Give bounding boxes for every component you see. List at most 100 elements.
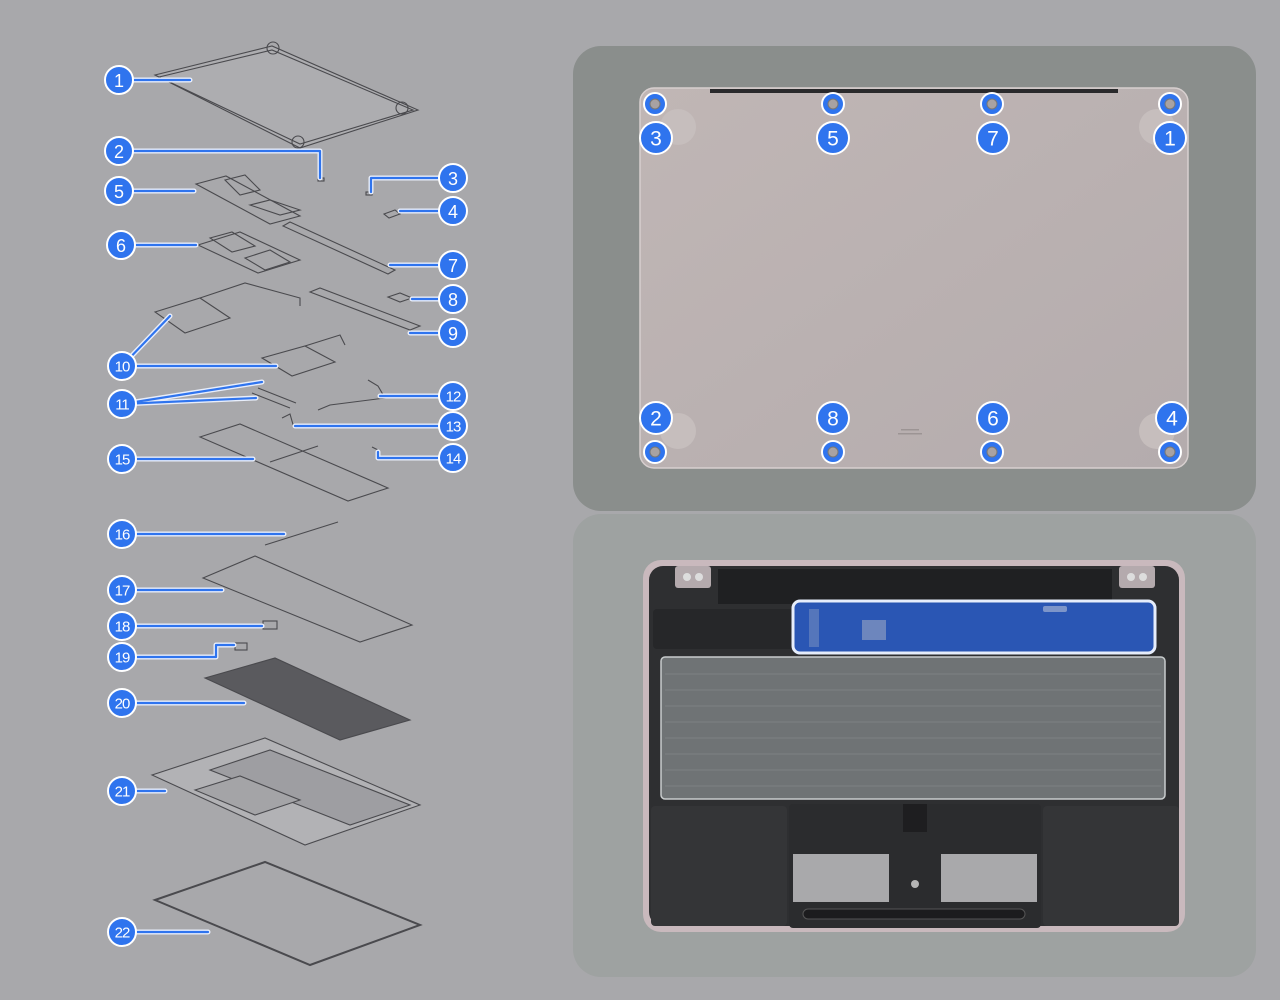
callout-badge-8[interactable]: 8 (438, 284, 468, 314)
part-strips-11 (251, 387, 297, 409)
svg-text:4: 4 (1166, 408, 1178, 431)
callout-badge-10[interactable]: 10 (107, 351, 137, 381)
center-screw (911, 880, 919, 888)
laptop-bottom-case (639, 87, 1189, 469)
battery (660, 656, 1166, 800)
screw-order-badge-3[interactable]: 3 (639, 121, 673, 155)
svg-text:12: 12 (446, 389, 461, 406)
trackpad-connector (903, 804, 927, 832)
screw-order-badge-1[interactable]: 1 (1153, 121, 1187, 155)
svg-text:18: 18 (115, 619, 130, 636)
part-bracket-5 (194, 174, 302, 225)
svg-text:8: 8 (827, 408, 839, 431)
callout-badge-6[interactable]: 6 (106, 230, 136, 260)
svg-text:5: 5 (827, 128, 839, 151)
part-display-22 (152, 860, 423, 967)
screw-marker[interactable] (643, 440, 667, 464)
callout-badge-21[interactable]: 21 (107, 776, 137, 806)
screw-order-badge-6[interactable]: 6 (976, 401, 1010, 435)
part-bar-7 (281, 221, 397, 275)
svg-text:13: 13 (446, 419, 461, 436)
callout-badge-3[interactable]: 3 (438, 163, 468, 193)
screw-order-badge-5[interactable]: 5 (816, 121, 850, 155)
svg-text:14: 14 (446, 451, 461, 468)
svg-text:4: 4 (448, 202, 458, 222)
callout-badge-16[interactable]: 16 (107, 519, 137, 549)
svg-text:2: 2 (650, 408, 662, 431)
callout-badge-7[interactable]: 7 (438, 250, 468, 280)
internals-photo-panel (573, 514, 1256, 977)
hinge-left (675, 566, 711, 588)
logic-board-highlight[interactable] (791, 599, 1157, 655)
screw-marker[interactable] (643, 92, 667, 116)
screw-order-badge-4[interactable]: 4 (1155, 401, 1189, 435)
svg-text:22: 22 (115, 925, 130, 942)
regulatory-text (901, 429, 919, 431)
callout-badge-17[interactable]: 17 (107, 575, 137, 605)
callout-badge-13[interactable]: 13 (438, 411, 468, 441)
svg-text:6: 6 (116, 236, 126, 256)
part-connector-8 (386, 292, 414, 303)
svg-text:3: 3 (448, 169, 458, 189)
screw-order-badge-7[interactable]: 7 (976, 121, 1010, 155)
svg-text:8: 8 (448, 290, 458, 310)
svg-text:17: 17 (115, 583, 130, 600)
svg-text:2: 2 (114, 142, 124, 162)
callout-badge-22[interactable]: 22 (107, 917, 137, 947)
callout-badge-18[interactable]: 18 (107, 611, 137, 641)
trackpad-plate-left (793, 854, 889, 902)
speaker-left (651, 806, 787, 926)
trackpad-slot (802, 908, 1026, 920)
callout-badge-5[interactable]: 5 (104, 176, 134, 206)
part-battery-15 (198, 423, 390, 502)
screw-marker[interactable] (821, 92, 845, 116)
part-shields-10 (153, 282, 346, 377)
callout-badge-14[interactable]: 14 (438, 443, 468, 473)
callout-badge-20[interactable]: 20 (107, 688, 137, 718)
svg-text:3: 3 (650, 128, 662, 151)
screw-marker[interactable] (1158, 92, 1182, 116)
callout-badge-12[interactable]: 12 (438, 381, 468, 411)
callout-badge-11[interactable]: 11 (107, 389, 137, 419)
svg-text:20: 20 (115, 696, 130, 713)
exploded-parts-diagram: 1 2 3 4 5 6 7 8 9 10 11 12 13 14 15 16 1… (104, 41, 468, 967)
screw-order-badge-2[interactable]: 2 (639, 401, 673, 435)
callout-badge-2[interactable]: 2 (104, 136, 134, 166)
svg-text:1: 1 (114, 71, 124, 91)
part-cable-13 (281, 413, 295, 429)
part-18 (262, 620, 278, 630)
screw-marker[interactable] (1158, 440, 1182, 464)
speaker-right (1043, 806, 1179, 926)
part-keyboard-20 (203, 657, 412, 741)
part-top-case-21 (150, 737, 422, 846)
callout-badge-9[interactable]: 9 (438, 318, 468, 348)
screw-marker[interactable] (980, 92, 1004, 116)
svg-text:7: 7 (448, 256, 458, 276)
callout-badge-15[interactable]: 15 (107, 444, 137, 474)
part-logic-board-9 (308, 287, 422, 331)
part-plate-17 (201, 555, 414, 643)
callout-badge-1[interactable]: 1 (104, 65, 134, 95)
part-plate-6 (196, 231, 302, 274)
callout-badges: 1 2 3 4 5 6 7 8 9 10 11 12 13 14 15 16 1… (104, 65, 468, 947)
part-cable-12 (317, 379, 386, 411)
svg-text:1: 1 (1164, 128, 1176, 151)
screw-marker[interactable] (821, 440, 845, 464)
svg-text:15: 15 (115, 452, 130, 469)
svg-text:19: 19 (115, 650, 130, 667)
regulatory-text (898, 433, 922, 435)
antenna-bracket (718, 569, 1112, 604)
screw-order-badge-8[interactable]: 8 (816, 401, 850, 435)
part-bracket-4 (382, 209, 402, 219)
screw-marker[interactable] (980, 440, 1004, 464)
board-connector (1043, 606, 1067, 612)
callout-badge-4[interactable]: 4 (438, 196, 468, 226)
part-19 (234, 642, 248, 651)
speaker-left-top (653, 609, 793, 649)
soc-chip (862, 620, 886, 640)
hinge-right (1119, 566, 1155, 588)
callout-badge-19[interactable]: 19 (107, 642, 137, 672)
svg-text:11: 11 (115, 397, 129, 414)
battery-ridges (665, 673, 1161, 787)
svg-text:10: 10 (115, 359, 130, 376)
